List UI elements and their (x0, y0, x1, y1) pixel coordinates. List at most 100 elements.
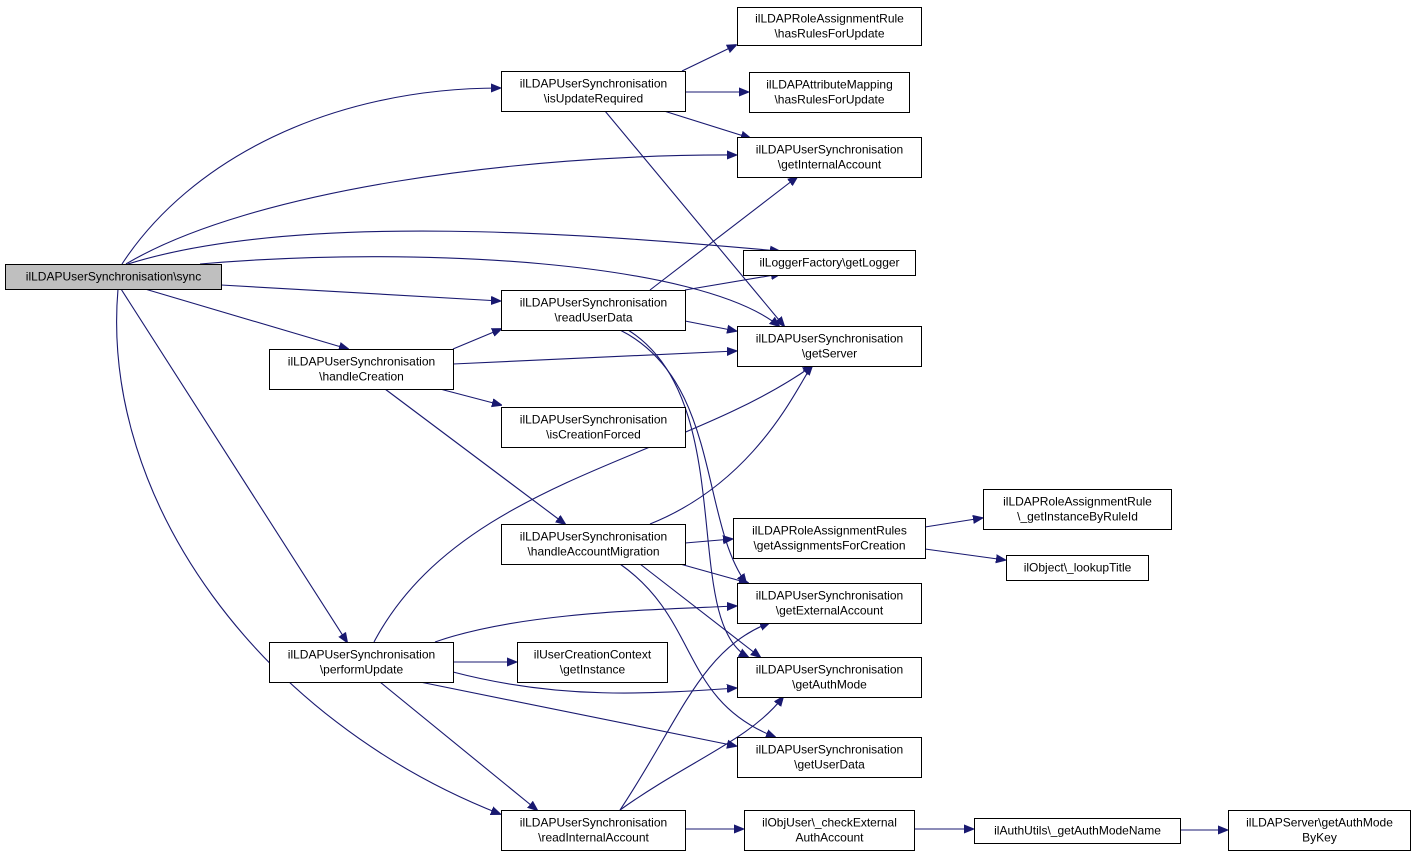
node-label-line: \getServer (802, 347, 857, 361)
edge-sync-to-readUserData (220, 284, 500, 301)
node-label-line: ilLDAPUserSynchronisation (520, 77, 667, 91)
node-label-line: ilAuthUtils\_getAuthModeName (994, 824, 1161, 838)
edge-readInternalAccount-to-getExternalAccount (619, 623, 769, 811)
node-label-line: ilLDAPUserSynchronisation (288, 648, 435, 662)
node-label-line: \isCreationForced (546, 428, 641, 442)
edge-sync-to-getInternalAccount (125, 155, 736, 265)
edge-handleCreation-to-getServer (452, 351, 736, 365)
node-getInternalAccount[interactable]: ilLDAPUserSynchronisation\getInternalAcc… (737, 137, 922, 178)
node-label-line: \readUserData (554, 311, 632, 325)
node-isCreationForced[interactable]: ilLDAPUserSynchronisation\isCreationForc… (501, 407, 686, 448)
edge-readUserData-to-getAuthMode (627, 329, 748, 657)
edge-handleAccountMigration-to-getExternalAccount (679, 563, 748, 583)
node-isUpdateRequired[interactable]: ilLDAPUserSynchronisation\isUpdateRequir… (501, 71, 686, 112)
edge-isUpdateRequired-to-getServer (604, 110, 784, 326)
edge-handleCreation-to-handleAccountMigration (384, 388, 565, 524)
node-label-line: ilLDAPUserSynchronisation (756, 143, 903, 157)
edge-readInternalAccount-to-getAuthMode (619, 697, 783, 811)
edge-performUpdate-to-getUserData (419, 681, 736, 746)
node-readUserData[interactable]: ilLDAPUserSynchronisation\readUserData (501, 290, 686, 331)
node-label-line: \getExternalAccount (776, 604, 884, 618)
node-label-line: ilLDAPUserSynchronisation (520, 816, 667, 830)
node-label-line: ilLDAPUserSynchronisation (520, 530, 667, 544)
node-roleRuleHasRules[interactable]: ilLDAPRoleAssignmentRule\hasRulesForUpda… (737, 7, 922, 46)
node-label-line: ilLDAPUserSynchronisation (756, 743, 903, 757)
node-label-line: ilLDAPRoleAssignmentRules (752, 524, 907, 538)
node-lookupTitle[interactable]: ilObject\_lookupTitle (1006, 555, 1149, 581)
node-authModeName[interactable]: ilAuthUtils\_getAuthModeName (974, 818, 1181, 844)
node-label-line: \getAssignmentsForCreation (753, 539, 905, 553)
node-performUpdate[interactable]: ilLDAPUserSynchronisation\performUpdate (269, 642, 454, 683)
edge-sync-to-getServer (199, 256, 779, 326)
edge-getAssignments-to-instanceByRuleId (924, 518, 982, 528)
node-label-line: \getUserData (794, 758, 865, 772)
node-label-line: ilUserCreationContext (534, 648, 652, 662)
node-label-line: ilLDAPUserSynchronisation (520, 413, 667, 427)
node-attrMapping[interactable]: ilLDAPAttributeMapping\hasRulesForUpdate (749, 72, 910, 113)
node-getUserData[interactable]: ilLDAPUserSynchronisation\getUserData (737, 737, 922, 778)
node-label-line: ilLDAPUserSynchronisation (520, 296, 667, 310)
edge-performUpdate-to-getServer (373, 366, 812, 643)
node-getExternalAccount[interactable]: ilLDAPUserSynchronisation\getExternalAcc… (737, 583, 922, 624)
node-sync[interactable]: ilLDAPUserSynchronisation\sync (5, 264, 222, 290)
node-label-line: ilLDAPUserSynchronisation (756, 332, 903, 346)
edges-layer (116, 45, 1227, 830)
node-label-line: ilLDAPRoleAssignmentRule (755, 12, 904, 26)
node-instanceByRuleId[interactable]: ilLDAPRoleAssignmentRule\_getInstanceByR… (983, 489, 1172, 530)
edge-handleCreation-to-isCreationForced (439, 388, 501, 405)
edge-handleAccountMigration-to-getAuthMode (639, 563, 760, 657)
node-label-line: ilLDAPUserSynchronisation (756, 663, 903, 677)
node-label-line: ilLDAPAttributeMapping (766, 78, 893, 92)
node-label-line: \getAuthMode (792, 678, 867, 692)
edge-performUpdate-to-getExternalAccount (434, 606, 736, 643)
node-label-line: \_getInstanceByRuleId (1017, 510, 1138, 524)
node-label-line: ilObjUser\_checkExternal (762, 816, 897, 830)
node-label-line: ilObject\_lookupTitle (1024, 561, 1132, 575)
node-label-line: \handleAccountMigration (527, 545, 659, 559)
edge-isUpdateRequired-to-getInternalAccount (663, 110, 750, 138)
nodes-layer: ilLDAPUserSynchronisation\sync ilLDAPUser… (5, 7, 1411, 851)
edge-sync-to-isUpdateRequired (121, 88, 500, 265)
edge-performUpdate-to-getAuthMode (452, 671, 736, 694)
edge-handleCreation-to-readUserData (452, 329, 501, 350)
node-label-line: ByKey (1302, 831, 1337, 845)
edge-sync-to-handleCreation (144, 288, 348, 349)
node-getServer[interactable]: ilLDAPUserSynchronisation\getServer (737, 326, 922, 367)
node-label-line: \getInternalAccount (778, 158, 882, 172)
node-getAssignments[interactable]: ilLDAPRoleAssignmentRules\getAssignments… (733, 518, 926, 559)
edge-sync-to-readInternalAccount (116, 288, 500, 814)
edge-getAssignments-to-lookupTitle (924, 548, 1005, 560)
node-label-line: AuthAccount (795, 831, 864, 845)
edge-sync-to-getLogger (127, 230, 779, 265)
node-label-line: \hasRulesForUpdate (774, 27, 884, 41)
node-getAuthMode[interactable]: ilLDAPUserSynchronisation\getAuthMode (737, 657, 922, 698)
node-label-line: \readInternalAccount (538, 831, 649, 845)
edge-readUserData-to-getExternalAccount (619, 329, 746, 583)
edge-readUserData-to-getLogger (684, 274, 780, 291)
node-creationContext[interactable]: ilUserCreationContext\getInstance (517, 642, 668, 683)
node-readInternalAccount[interactable]: ilLDAPUserSynchronisation\readInternalAc… (501, 810, 686, 851)
node-label-line: ilLDAPRoleAssignmentRule (1003, 495, 1152, 509)
node-label-line: \getInstance (560, 663, 626, 677)
edge-handleAccountMigration-to-getUserData (619, 563, 775, 737)
node-label-line: \hasRulesForUpdate (774, 93, 884, 107)
node-label-line: ilLDAPUserSynchronisation\sync (26, 270, 201, 284)
node-handleAccountMigration[interactable]: ilLDAPUserSynchronisation\handleAccountM… (501, 524, 686, 565)
node-getLogger[interactable]: ilLoggerFactory\getLogger (743, 250, 916, 276)
node-label-line: ilLDAPUserSynchronisation (288, 355, 435, 369)
node-label-line: \performUpdate (320, 663, 404, 677)
node-label-line: ilLDAPServer\getAuthMode (1246, 816, 1393, 830)
edge-handleAccountMigration-to-getAssignments (684, 539, 732, 543)
edge-sync-to-performUpdate (120, 288, 347, 642)
edge-isUpdateRequired-to-roleRuleHasRules (681, 45, 736, 72)
node-label-line: ilLoggerFactory\getLogger (759, 256, 899, 270)
node-handleCreation[interactable]: ilLDAPUserSynchronisation\handleCreation (269, 349, 454, 390)
node-label-line: \handleCreation (319, 370, 404, 384)
edge-readUserData-to-getInternalAccount (649, 177, 797, 291)
node-label-line: \isUpdateRequired (544, 92, 643, 106)
edge-readUserData-to-getServer (684, 320, 736, 331)
node-label-line: ilLDAPUserSynchronisation (756, 589, 903, 603)
